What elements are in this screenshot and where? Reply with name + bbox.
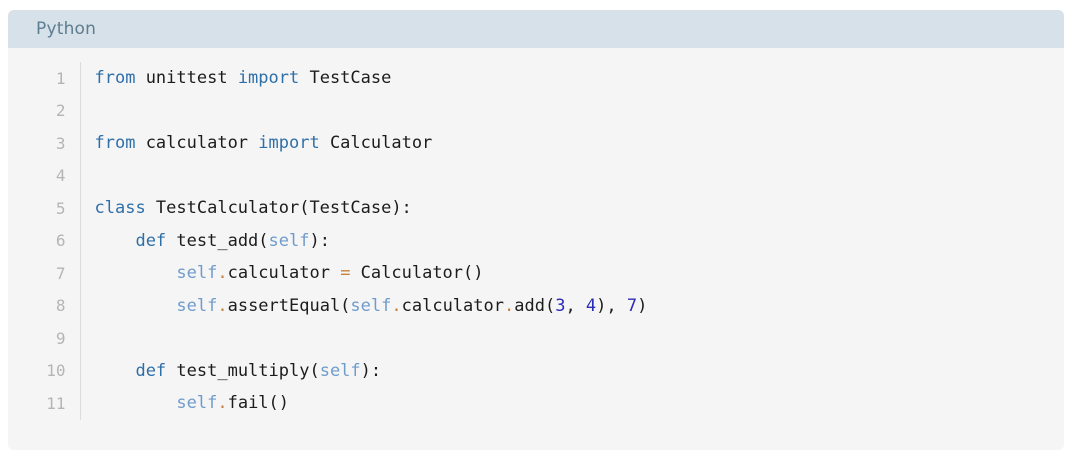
code-token-num: 7 xyxy=(626,295,638,316)
code-line: 2 xyxy=(8,94,1064,128)
code-line: 11 self.fail() xyxy=(8,387,1064,420)
line-number: 1 xyxy=(8,62,81,95)
code-line-source[interactable]: self.calculator = Calculator() xyxy=(80,257,1064,290)
code-line-source[interactable] xyxy=(80,95,1064,128)
line-number: 8 xyxy=(8,289,81,322)
code-line-source[interactable] xyxy=(80,322,1064,355)
code-token-kw: from xyxy=(94,68,136,89)
code-token-plain: assertEqual( xyxy=(227,295,351,316)
code-token-plain: TestCalculator(TestCase): xyxy=(145,198,412,219)
code-token-plain: test_add( xyxy=(166,230,269,251)
line-number: 2 xyxy=(8,94,81,127)
code-token-num: 3 xyxy=(555,295,566,316)
line-number: 4 xyxy=(8,159,81,192)
code-token-plain xyxy=(95,393,177,413)
line-number: 7 xyxy=(8,257,81,290)
code-token-plain: ) xyxy=(637,295,648,316)
code-token-plain: ): xyxy=(360,360,382,381)
code-line-source[interactable]: class TestCalculator(TestCase): xyxy=(80,192,1064,225)
code-token-plain xyxy=(95,296,177,316)
code-line: 8 self.assertEqual(self.calculator.add(3… xyxy=(8,289,1064,323)
code-token-plain: , xyxy=(565,295,586,316)
code-token-self: self xyxy=(176,295,218,316)
code-line-source[interactable]: self.fail() xyxy=(80,387,1064,420)
code-token-kw: def xyxy=(135,230,167,251)
code-token-plain: Calculator xyxy=(319,133,433,154)
code-token-plain: calculator xyxy=(135,133,259,154)
line-number: 5 xyxy=(8,192,81,225)
code-token-plain: test_multiply( xyxy=(166,360,320,381)
line-number: 9 xyxy=(8,322,81,355)
code-token-plain: calculator xyxy=(401,295,504,316)
code-token-self: self xyxy=(268,230,310,251)
code-token-self: self xyxy=(176,263,218,284)
line-number: 10 xyxy=(8,354,81,387)
code-token-op: . xyxy=(217,295,228,316)
code-token-op: . xyxy=(391,295,402,316)
code-token-op: = xyxy=(340,263,351,284)
code-token-plain: Calculator() xyxy=(350,263,484,284)
code-token-kw: class xyxy=(94,198,146,219)
code-token-kw: import xyxy=(258,133,320,154)
code-line-source[interactable]: def test_add(self): xyxy=(80,225,1064,258)
code-token-self: self xyxy=(176,393,218,414)
code-line-source[interactable]: from unittest import TestCase xyxy=(80,62,1064,95)
code-token-kw: from xyxy=(94,133,136,154)
code-token-plain xyxy=(95,231,136,251)
code-token-plain: calculator xyxy=(227,263,341,284)
code-token-kw: import xyxy=(237,68,300,89)
code-token-self: self xyxy=(319,360,361,381)
line-number: 6 xyxy=(8,224,81,257)
code-token-plain: fail() xyxy=(227,393,290,414)
line-number: 11 xyxy=(8,387,81,420)
code-line: 6 def test_add(self): xyxy=(8,224,1064,258)
code-token-kw: def xyxy=(135,360,167,381)
code-line-source[interactable]: from calculator import Calculator xyxy=(80,127,1064,160)
line-number: 3 xyxy=(8,127,81,160)
code-token-op: . xyxy=(217,263,228,284)
code-line: 7 self.calculator = Calculator() xyxy=(8,257,1064,290)
code-token-self: self xyxy=(350,295,392,316)
code-block-header: Python xyxy=(8,10,1064,48)
code-token-plain: ): xyxy=(309,230,330,251)
code-token-plain xyxy=(95,361,136,381)
code-token-plain: ), xyxy=(596,295,627,316)
code-line-source[interactable]: def test_multiply(self): xyxy=(80,355,1064,388)
code-token-num: 4 xyxy=(585,295,597,316)
code-line-source[interactable] xyxy=(80,160,1064,193)
code-token-plain: TestCase xyxy=(299,68,392,89)
code-line: 10 def test_multiply(self): xyxy=(8,354,1064,388)
code-token-op: . xyxy=(503,295,515,316)
code-language-label: Python xyxy=(36,19,97,39)
code-line: 4 xyxy=(8,159,1064,193)
code-token-plain: unittest xyxy=(135,68,238,89)
code-token-plain: add( xyxy=(514,295,556,316)
code-token-op: . xyxy=(217,393,228,414)
code-token-plain xyxy=(95,263,177,283)
code-line: 9 xyxy=(8,322,1064,355)
code-line-source[interactable]: self.assertEqual(self.calculator.add(3, … xyxy=(80,290,1064,323)
